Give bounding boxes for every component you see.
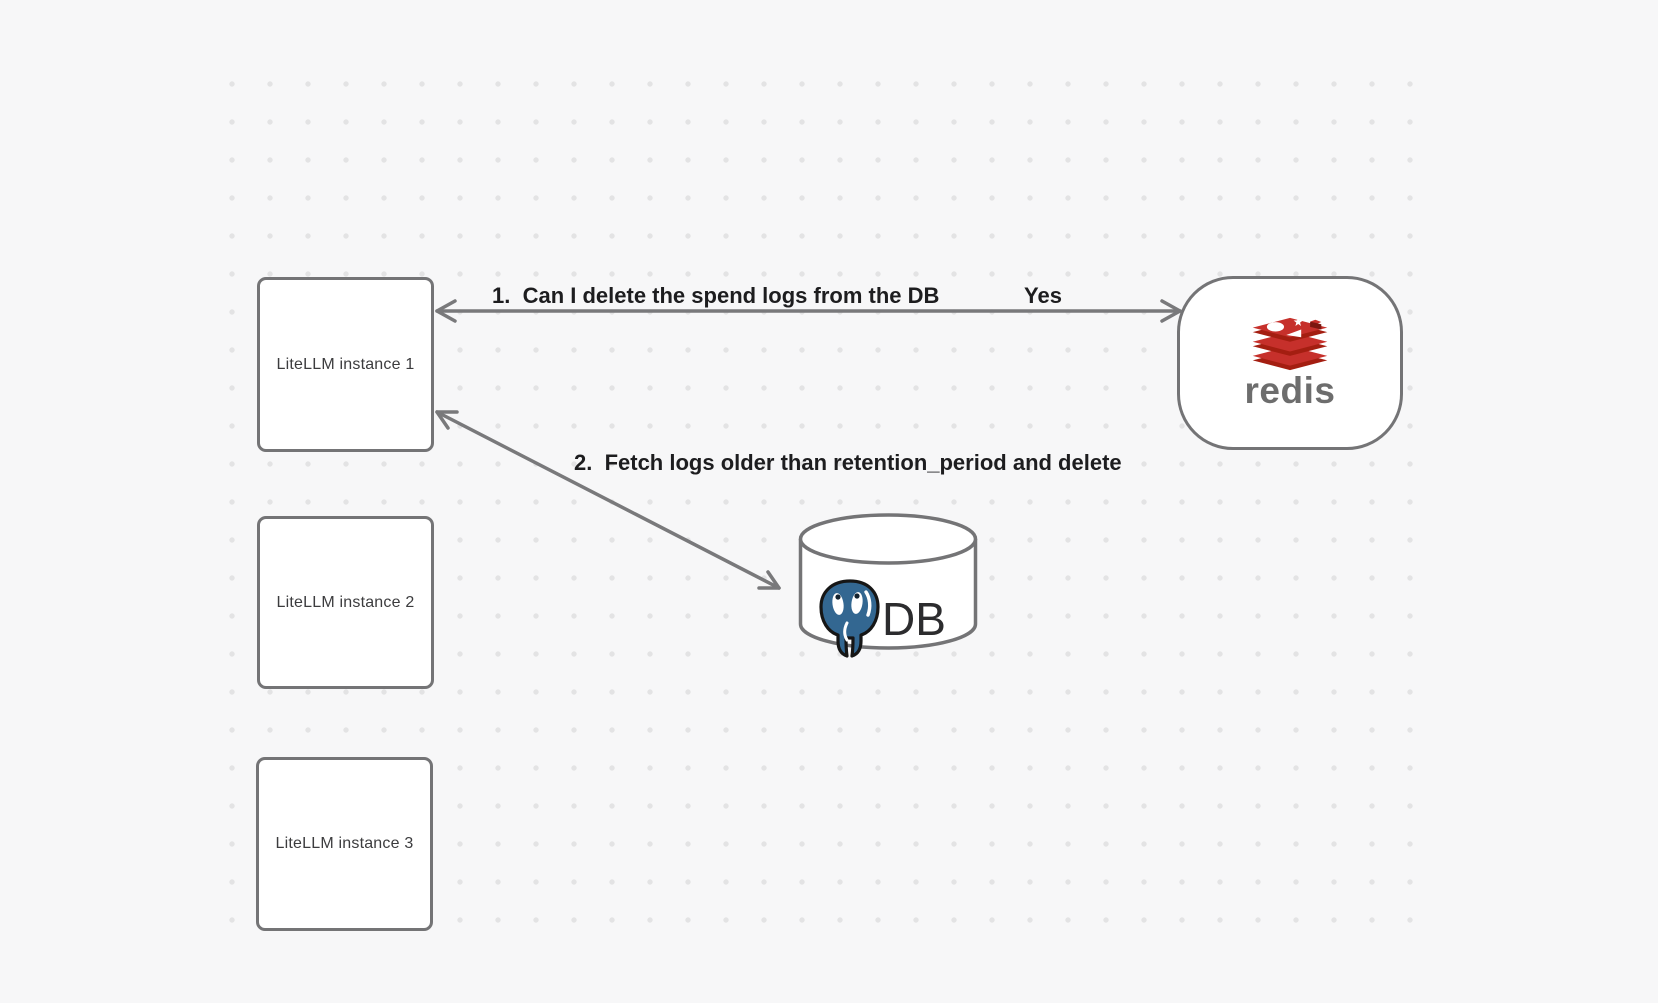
redis-layer-top [1252,317,1328,338]
redis-triangle-decoration [1286,329,1302,338]
database-cylinder-top [798,513,978,565]
node-litellm-instance-3: LiteLLM instance 3 [256,757,433,931]
edge-litellm1-redis [435,299,1182,323]
elephant-brow-left [832,593,844,615]
redis-wordmark: redis [1244,370,1336,411]
elephant-eye-left [835,594,841,600]
node-litellm-instance-2-label: LiteLLM instance 2 [276,593,415,611]
node-litellm-instance-1-label: LiteLLM instance 1 [276,355,415,373]
node-redis: redis [1177,276,1403,450]
edge-2-label: 2. Fetch logs older than retention_perio… [574,450,1122,475]
arrowhead-right-redis [1160,299,1182,323]
edge-1-label: 1. Can I delete the spend logs from the … [492,283,940,308]
elephant-trunk-line [843,621,849,642]
redis-ellipse-decoration [1266,322,1285,332]
postgresql-elephant-icon [819,579,880,658]
node-litellm-instance-1: LiteLLM instance 1 [257,277,434,452]
edge-litellm1-db [435,410,781,590]
arrowhead-top-litellm1 [435,410,459,430]
node-litellm-instance-3-label: LiteLLM instance 3 [275,835,414,852]
redis-cube-top [1310,319,1322,325]
db-label: DB [882,593,946,645]
edge-litellm1-db-line [435,410,781,590]
redis-star-decoration [1293,317,1303,326]
elephant-eye-right [854,593,860,599]
redis-logo-icon [1252,317,1328,371]
elephant-brow-right [851,592,863,614]
node-litellm-instance-2: LiteLLM instance 2 [257,516,434,689]
elephant-ear-line [864,590,872,617]
edge-1-response-label: Yes [1024,283,1062,308]
redis-cube-decoration [1310,321,1322,330]
arrowhead-left-litellm1 [435,299,457,323]
arrowhead-bottom-db [757,570,781,590]
